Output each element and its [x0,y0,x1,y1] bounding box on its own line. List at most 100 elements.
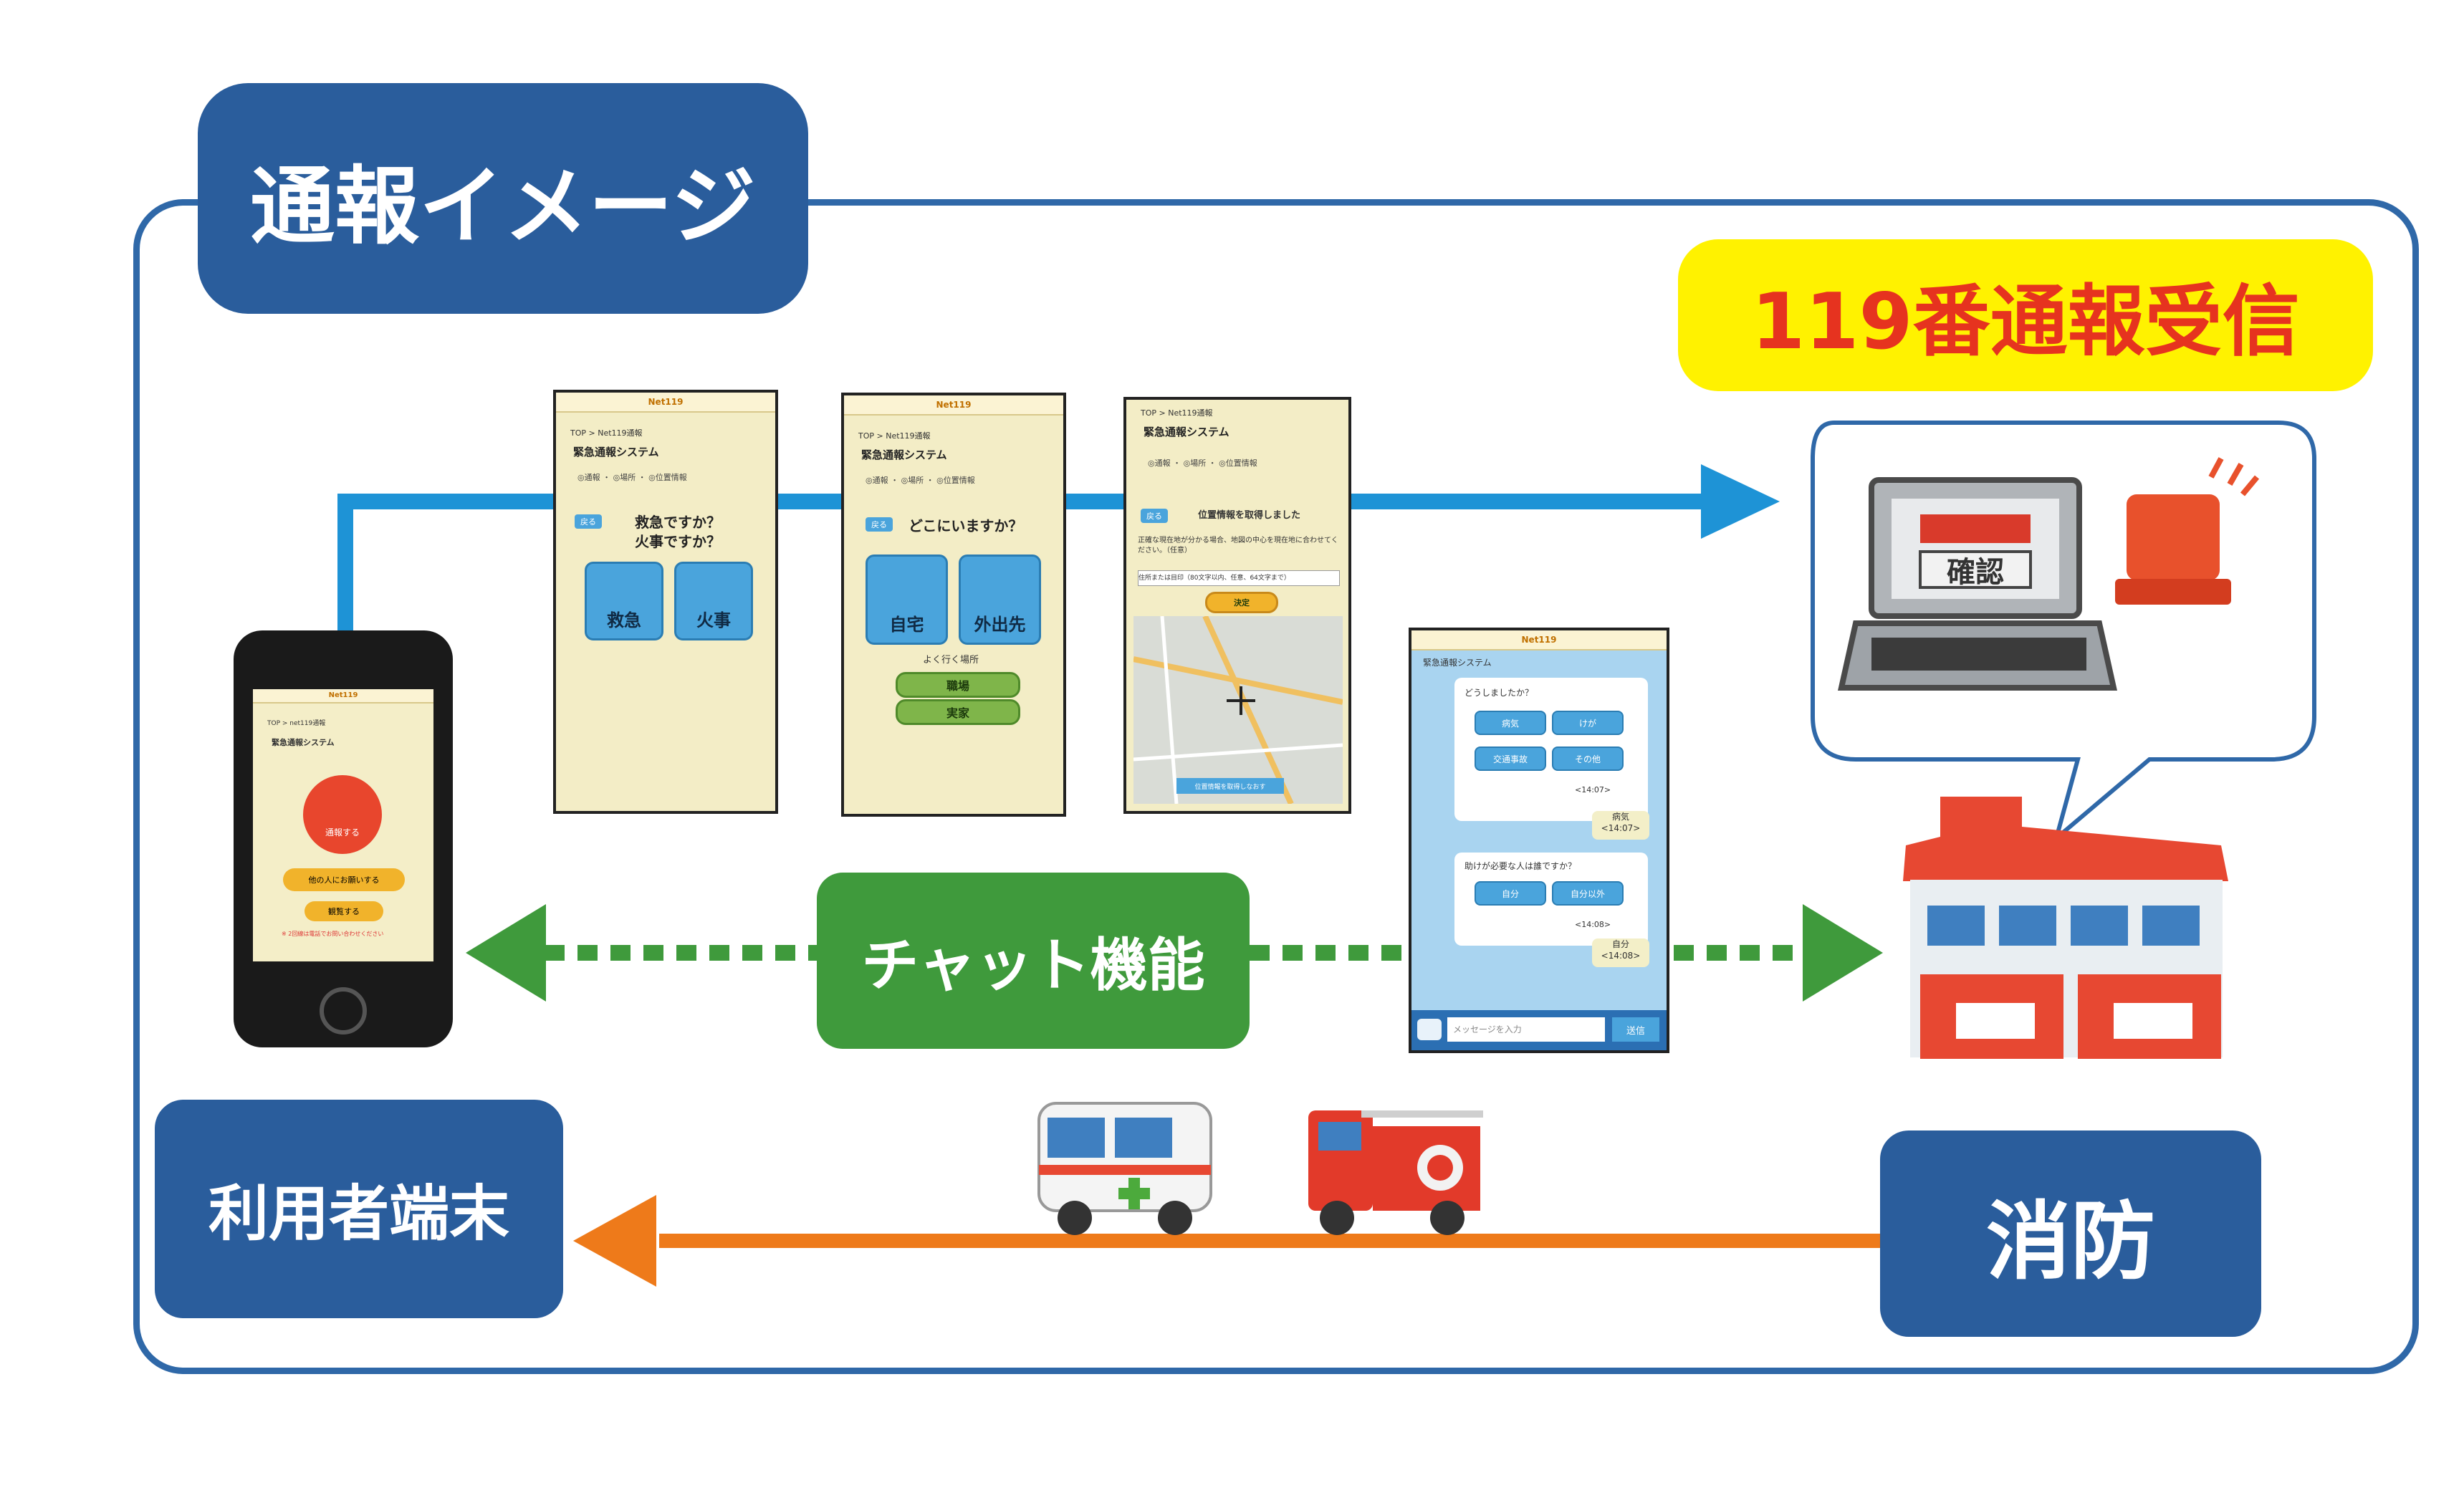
phone-call-label: 通報する [325,827,360,837]
chat-reply1-text: 病気 [1611,812,1629,822]
siren-icon [2115,457,2260,605]
screen-location-type: Net119 TOP > Net119通報 緊急通報システム ◎通報 ・ ◎場所… [841,393,1066,817]
screen3-decide-label: 決定 [1234,598,1250,608]
screen3-map-button[interactable]: 位置情報を取得しなおす [1176,778,1284,794]
screen3-crumb: TOP > Net119通報 [1141,408,1213,418]
fire-department-box: 消防 [1880,1130,2261,1337]
screen1-fire-option[interactable]: 火事 [674,562,753,640]
receive-box: 119番通報受信 [1678,239,2373,391]
screen1-question1: 救急ですか？ [635,514,721,531]
dispatch-arrowhead [573,1195,656,1287]
phone-brand: 緊急通報システム [272,738,335,747]
chat-reply1: 病気 <14:07> [1592,811,1649,840]
screen2-opt1-label: 自宅 [889,615,924,635]
chat-send-label: 送信 [1626,1025,1645,1037]
screen2-place1-label: 職場 [946,679,969,693]
screen-chat: Net119 緊急通報システム どうしましたか？ 病気 けが 交通事故 その他 … [1409,628,1669,1053]
screen1-opt1-label: 救急 [607,610,641,630]
screen1-brand: 緊急通報システム [573,446,659,459]
screen2-frequent-label: よく行く場所 [923,655,979,666]
phone-watch-label: 観覧する [328,907,360,916]
screen2-header: Net119 [844,395,1063,416]
chat-question1-bubble: どうしましたか？ 病気 けが 交通事故 その他 <14:07> [1454,678,1648,821]
screen1-question2: 火事ですか？ [635,533,721,550]
screen3-address-input[interactable]: 住所または目印（80文字以内、任意、64文字まで） [1138,570,1340,586]
screen1-ambulance-option[interactable]: 救急 [585,562,663,640]
fire-truck-icon [1308,1110,1483,1235]
chat-reply1-time: <14:07> [1601,823,1641,833]
chat-arrowhead-left [466,904,546,1002]
screen2-outside-option[interactable]: 外出先 [959,555,1041,645]
camera-icon[interactable] [1417,1019,1442,1040]
screen2-brand: 緊急通報システム [861,448,947,461]
chat-question2-bubble: 助けが必要な人は誰ですか？ 自分 自分以外 <14:08> [1454,853,1648,946]
chat-opt2-1[interactable]: 自分以外 [1552,881,1624,906]
screen1-steps: ◎通報 ・ ◎場所 ・ ◎位置情報 [577,473,687,482]
title-box: 通報イメージ [198,83,808,314]
screen1-header: Net119 [556,393,775,413]
screen-location-map: TOP > Net119通報 緊急通報システム ◎通報 ・ ◎場所 ・ ◎位置情… [1123,397,1351,814]
pc-confirm-text: 確認 [1947,556,2004,589]
screen3-status: 位置情報を取得しました [1198,510,1301,521]
screen2-question: どこにいますか？ [909,517,1023,534]
chat-opt1-3[interactable]: その他 [1552,746,1624,771]
chat-q1: どうしましたか？ [1465,688,1534,698]
screen3-back-button[interactable]: 戻る [1141,509,1168,523]
chat-opt1-2[interactable]: 交通事故 [1475,746,1546,771]
chat-opt2-0[interactable]: 自分 [1475,881,1546,906]
report-flow-arrowhead [1701,464,1780,539]
screen2-place2-label: 実家 [946,706,969,720]
screen1-back-button[interactable]: 戻る [575,514,602,529]
chat-time2: <14:08> [1575,920,1611,929]
chat-send-button[interactable]: 送信 [1612,1017,1659,1042]
phone-crumb: TOP > net119通報 [267,720,326,727]
screen3-map[interactable]: 位置情報を取得しなおす [1133,615,1343,805]
phone-help-label: 他の人にお願いする [308,875,380,885]
screen2-opt2-label: 外出先 [974,615,1026,635]
chat-message-input[interactable]: メッセージを入力 [1447,1017,1605,1042]
screen2-back-button[interactable]: 戻る [866,517,893,532]
fire-department-text: 消防 [1985,1191,2155,1291]
screen1-opt2-label: 火事 [696,610,731,630]
phone-home-button [320,987,367,1034]
screen2-crumb: TOP > Net119通報 [858,431,931,441]
chat-function-box: チャット機能 [817,873,1250,1049]
phone-header: Net119 [253,689,433,704]
chat-input-bar: メッセージを入力 送信 [1411,1010,1667,1050]
phone-watch-button[interactable]: 観覧する [305,901,383,921]
title-text: 通報イメージ [250,156,756,256]
chat-header: Net119 [1411,630,1667,651]
screen2-place1-button[interactable]: 職場 [896,672,1020,698]
screen3-decide-button[interactable]: 決定 [1205,592,1278,613]
user-terminal-text: 利用者端末 [208,1178,509,1249]
screen3-instructions: 正確な現在地が分かる場合、地図の中心を現在地に合わせてください。（任意） [1138,537,1338,555]
chat-function-text: チャット機能 [861,932,1205,999]
screen-emergency-type: Net119 TOP > Net119通報 緊急通報システム ◎通報 ・ ◎場所… [553,390,778,814]
screen1-crumb: TOP > Net119通報 [570,428,643,438]
chat-reply2-time: <14:08> [1601,951,1641,961]
phone-note: ※ 2回線は電話でお問い合わせください [282,931,384,937]
phone-call-button[interactable]: 通報する [303,775,382,854]
user-terminal-box: 利用者端末 [155,1100,563,1318]
screen3-map-button-label: 位置情報を取得しなおす [1194,783,1266,791]
smartphone-screen: Net119 TOP > net119通報 緊急通報システム 通報する 他の人に… [253,689,433,961]
ambulance-icon [1037,1102,1212,1235]
screen2-home-option[interactable]: 自宅 [866,555,948,645]
phone-help-button[interactable]: 他の人にお願いする [283,868,405,891]
chat-brand: 緊急通報システム [1423,658,1492,668]
chat-time1: <14:07> [1575,785,1611,794]
fire-station-icon [1903,797,2228,1059]
diagram-frame [133,199,2419,1374]
screen2-place2-button[interactable]: 実家 [896,699,1020,725]
chat-reply2-text: 自分 [1611,939,1629,949]
chat-q2: 助けが必要な人は誰ですか？ [1465,861,1577,871]
laptop-icon [1838,477,2117,691]
chat-opt1-1[interactable]: けが [1552,711,1624,735]
chat-arrowhead-right [1803,904,1883,1002]
screen3-brand: 緊急通報システム [1144,426,1229,438]
screen2-steps: ◎通報 ・ ◎場所 ・ ◎位置情報 [866,476,975,485]
chat-opt1-0[interactable]: 病気 [1475,711,1546,735]
receive-text: 119番通報受信 [1751,277,2300,367]
map-roads [1133,615,1343,805]
